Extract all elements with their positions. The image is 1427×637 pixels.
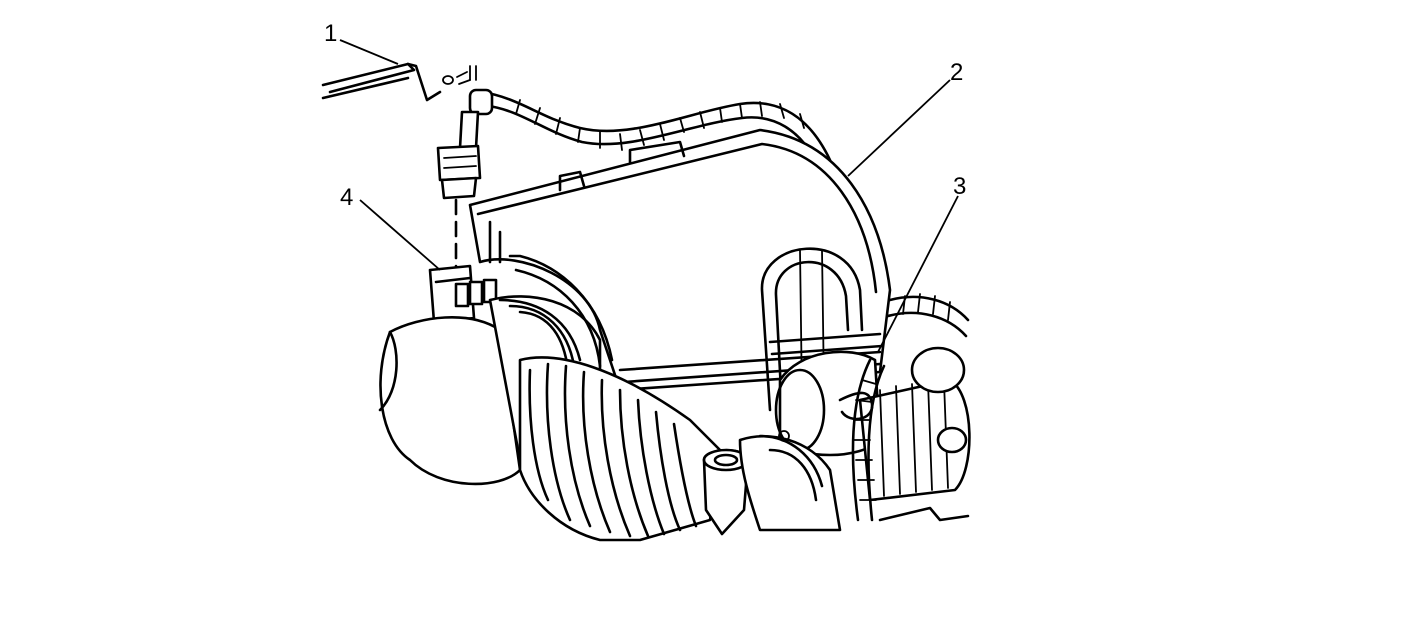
throttle-coupling [738, 430, 842, 532]
leader-line-3 [877, 195, 959, 353]
callout-3: 3 [953, 173, 966, 200]
rear-harness [886, 293, 970, 338]
wiring-harness [468, 88, 832, 164]
leader-line-1 [339, 39, 399, 65]
panel-bracket [321, 62, 442, 102]
outlet-duct [774, 346, 971, 522]
mass-air-flow-sensor [428, 264, 498, 324]
callout-1: 1 [324, 20, 337, 47]
leader-line-4 [359, 199, 441, 271]
leader-line-2 [847, 79, 951, 177]
vent-fitting [702, 448, 750, 536]
callout-2: 2 [950, 59, 963, 86]
sensor-connector [436, 110, 482, 200]
leader-lines [339, 39, 959, 353]
mounting-screw [442, 65, 477, 85]
callout-4: 4 [340, 184, 353, 211]
